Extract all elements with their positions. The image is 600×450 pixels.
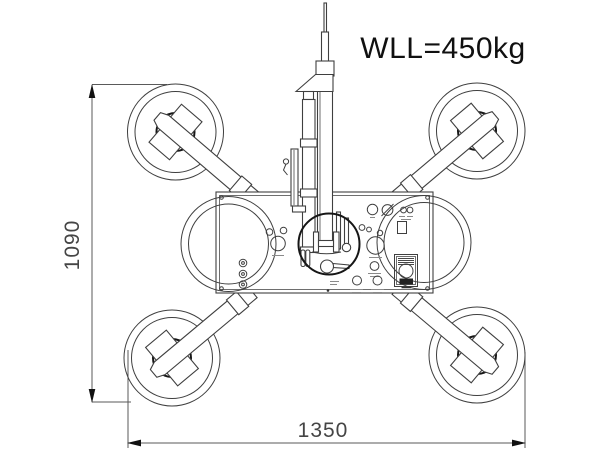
lifting-hose <box>323 2 328 34</box>
width-dimension-label: 1350 <box>298 419 349 442</box>
release-handle <box>282 148 307 213</box>
label-plate <box>397 221 407 234</box>
control-button <box>372 275 383 286</box>
width-dimension: 1350 <box>127 350 526 448</box>
hook-icon <box>282 158 290 165</box>
screw-icon <box>425 286 430 291</box>
dim-arrow-down <box>88 389 96 403</box>
dim-arrow-left <box>127 439 141 447</box>
swivel-circle <box>297 212 361 276</box>
mast-collar <box>315 60 335 77</box>
vacuum-pump-unit <box>394 254 418 289</box>
vacuum-gauge-right <box>366 236 385 255</box>
swivel-knob <box>319 259 335 274</box>
switch-icon <box>406 206 414 214</box>
arm-joint-collar <box>225 290 250 316</box>
screw-icon <box>219 286 224 291</box>
vacuum-gauge-left <box>270 235 286 252</box>
height-dimension-label: 1090 <box>61 220 84 271</box>
control-panel-right <box>326 203 418 293</box>
pressure-gauge <box>381 203 394 217</box>
hose-fitting <box>320 31 330 63</box>
height-dimension: 1090 <box>61 84 167 403</box>
control-panel-left <box>238 226 288 289</box>
switch-icon <box>400 206 407 214</box>
dim-arrow-up <box>88 84 96 98</box>
dim-arrow-right <box>512 439 526 447</box>
clamp-bar <box>317 239 335 248</box>
mast-bracket-wedge <box>294 73 334 93</box>
arm-bottom-left <box>149 284 258 378</box>
wll-capacity-label: WLL=450kg <box>360 32 525 65</box>
control-button <box>352 275 362 286</box>
vacuum-tank-left <box>180 196 277 292</box>
indicator-stack <box>238 258 248 289</box>
central-swivel-assembly <box>297 211 361 276</box>
